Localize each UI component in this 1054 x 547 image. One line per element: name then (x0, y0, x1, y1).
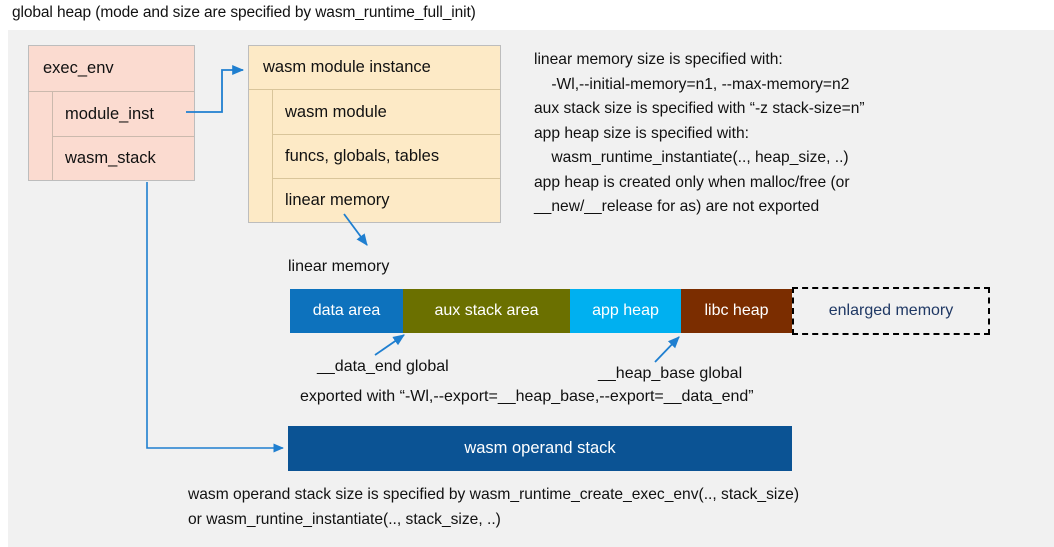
module-instance-row-linear-memory: linear memory (273, 178, 500, 222)
exec-env-body: module_inst wasm_stack (29, 92, 194, 180)
page-title: global heap (mode and size are specified… (12, 4, 476, 21)
runtime-configuration-notes: linear memory size is specified with: -W… (534, 51, 865, 215)
exec-env-row-module-inst: module_inst (65, 104, 154, 123)
memory-segment-libc-heap: libc heap (681, 289, 792, 333)
wasm-module-instance-header: wasm module instance (249, 46, 500, 90)
data-end-global-label: __data_end global (317, 358, 449, 375)
exec-env-header: exec_env (29, 46, 194, 92)
wasm-operand-stack-bar: wasm operand stack (288, 426, 792, 471)
memory-segment-aux-stack-area: aux stack area (403, 289, 570, 333)
exec-env-row-wasm-stack: wasm_stack (53, 136, 194, 180)
wasm-module-instance-box: wasm module instance wasm module funcs, … (248, 45, 501, 223)
heap-base-global-label: __heap_base global (598, 365, 743, 382)
wasm-module-instance-gutter (249, 90, 273, 222)
module-instance-row-funcs-globals-tables: funcs, globals, tables (273, 134, 500, 178)
memory-segment-app-heap: app heap (570, 289, 681, 333)
exec-env-gutter (29, 92, 53, 180)
wasm-module-instance-body: wasm module funcs, globals, tables linea… (249, 90, 500, 222)
memory-segment-enlarged-memory: enlarged memory (792, 287, 990, 335)
memory-segment-data-area: data area (290, 289, 403, 333)
exec-env-rows: module_inst wasm_stack (53, 92, 194, 180)
linear-memory-label: linear memory (288, 258, 390, 275)
module-instance-row-wasm-module: wasm module (285, 102, 387, 121)
export-flags-note: exported with “-Wl,--export=__heap_base,… (300, 388, 754, 405)
wasm-module-instance-rows: wasm module funcs, globals, tables linea… (273, 90, 500, 222)
exec-env-box: exec_env module_inst wasm_stack (28, 45, 195, 181)
operand-stack-notes: wasm operand stack size is specified by … (188, 486, 800, 528)
